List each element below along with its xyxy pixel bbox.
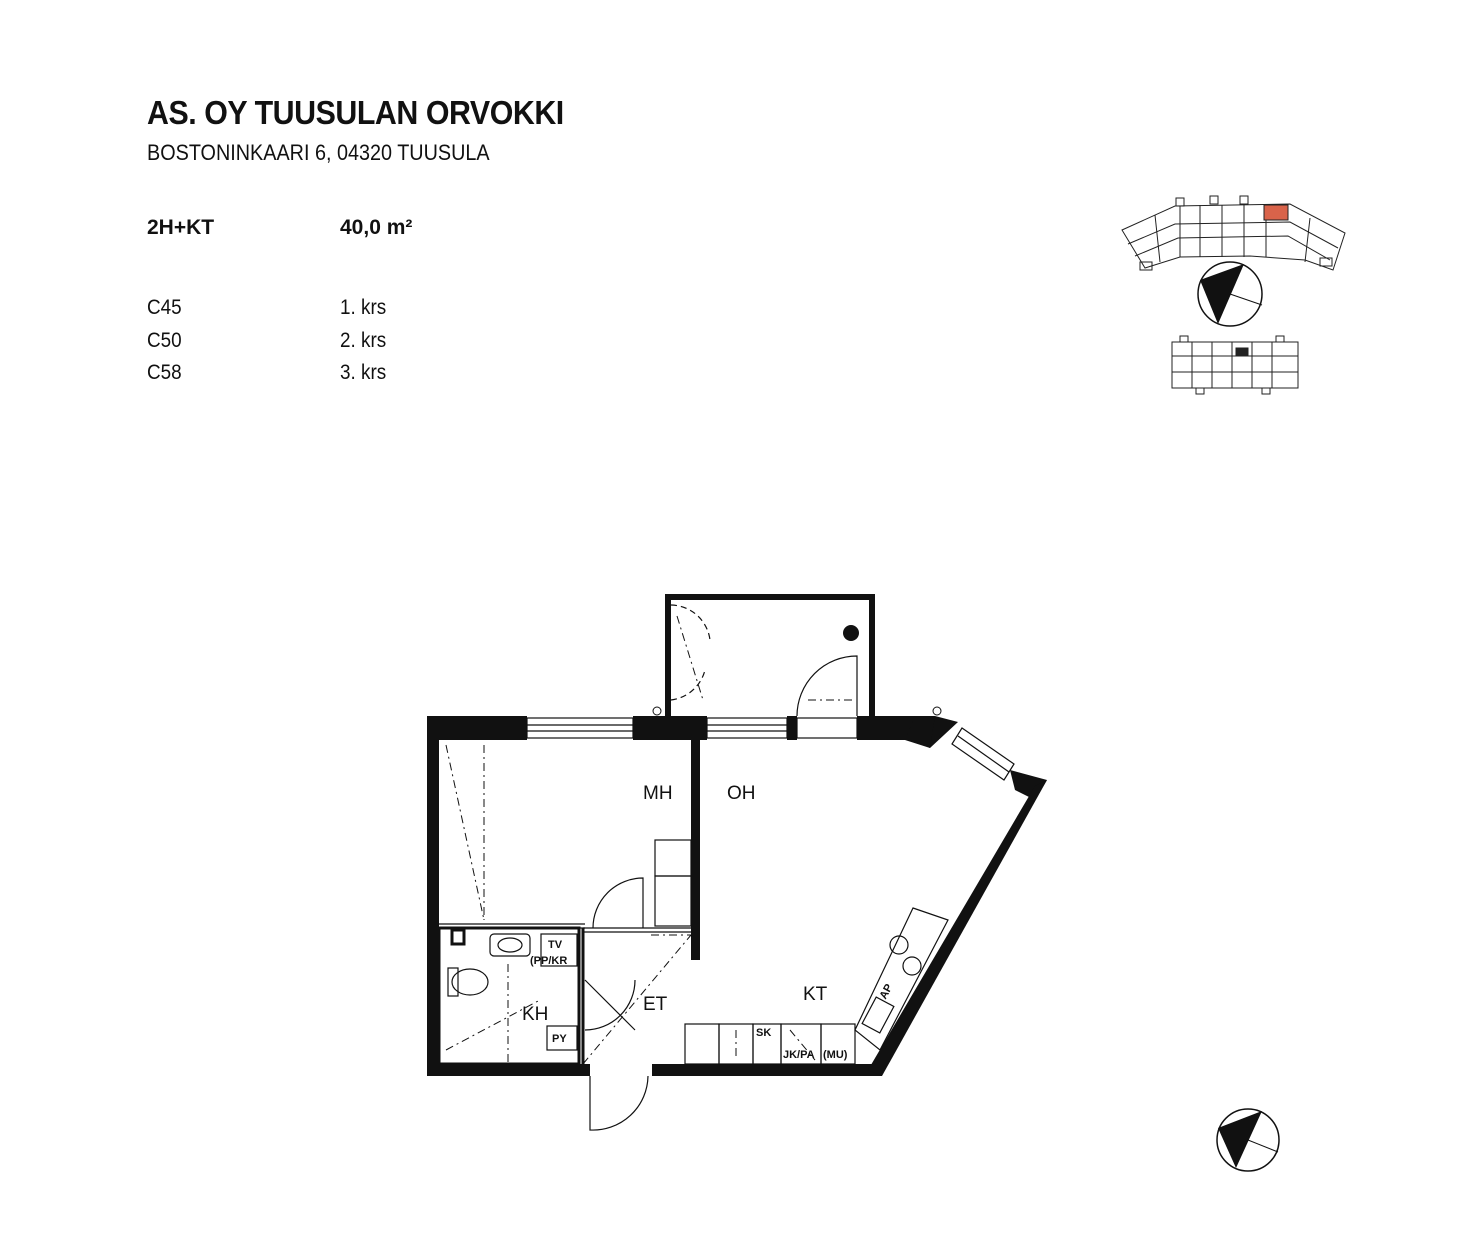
room-label-et: ET (643, 994, 668, 1015)
unit-floor: 3. krs (340, 361, 387, 384)
apartment-type: 2H+KT (147, 216, 215, 239)
apartment-area: 40,0 m² (340, 216, 413, 239)
fixture-labels: PY TV (PP/KR SK JK/PA (MU) AP (530, 939, 895, 1061)
project-address: BOSTONINKAARI 6, 04320 TUUSULA (147, 140, 490, 165)
room-label-kt: KT (803, 984, 828, 1005)
room-label-kh: KH (522, 1004, 548, 1025)
label-jkpa: JK/PA (783, 1049, 815, 1061)
label-sk: SK (756, 1027, 771, 1039)
balcony-corner-marker (932, 706, 942, 716)
project-title: AS. OY TUUSULAN ORVOKKI (147, 94, 564, 131)
label-ppkr: (PP/KR (530, 955, 567, 967)
balcony-corner-marker (652, 706, 662, 716)
dashed-lines (445, 615, 855, 1065)
label-py: PY (552, 1033, 567, 1045)
label-tv: TV (548, 939, 563, 951)
interior-lines (437, 839, 949, 1066)
windows (526, 717, 1015, 781)
label-mu: (MU) (823, 1049, 848, 1061)
door-swings (584, 604, 858, 1131)
unit-floor: 2. krs (340, 329, 387, 352)
room-label-mh: MH (643, 783, 673, 804)
unit-code: C45 (147, 296, 182, 319)
exterior-walls (427, 594, 1047, 1076)
label-ap: AP (878, 982, 896, 1001)
unit-code: C50 (147, 329, 182, 352)
room-label-oh: OH (727, 783, 756, 804)
drain-icon (843, 625, 859, 641)
unit-floor: 1. krs (340, 296, 387, 319)
room-labels: MH OH KT ET KH (522, 783, 828, 1025)
unit-code: C58 (147, 361, 182, 384)
